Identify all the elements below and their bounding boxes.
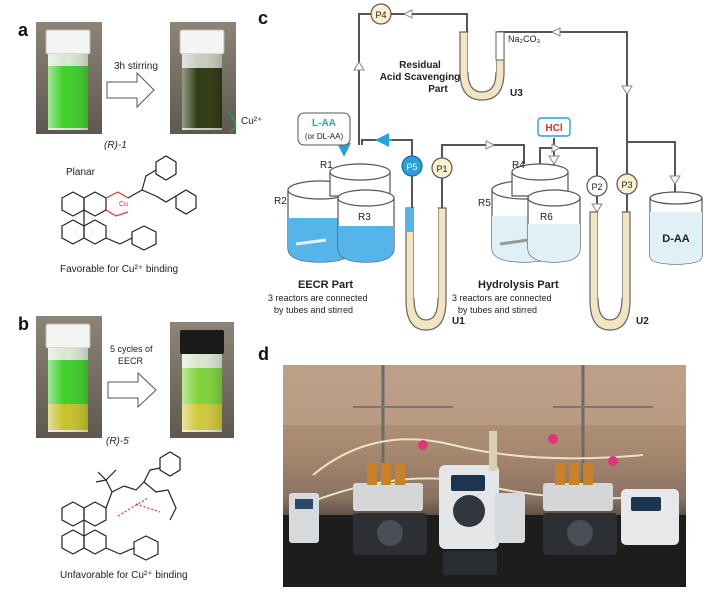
structure-a-icon <box>61 155 197 251</box>
pump-p1[interactable]: P1 <box>431 157 453 179</box>
feed-alt-label: (or DL-AA) <box>305 132 344 141</box>
arrow-b-line1: 5 cycles of <box>110 344 153 354</box>
caption-a: Favorable for Cu²⁺ binding <box>60 264 178 275</box>
caption-b: Unfavorable for Cu²⁺ binding <box>60 570 188 581</box>
hydro-title: Hydrolysis Part <box>478 279 559 291</box>
pump-p5[interactable]: P5 <box>401 155 423 177</box>
feed-label: L-AA <box>312 118 336 129</box>
reactor-r4: R4 <box>512 160 525 171</box>
acid-box <box>537 117 571 137</box>
hydro-line2: by tubes and stirred <box>458 305 537 315</box>
vial-b-after <box>170 322 234 438</box>
reactor-r5: R5 <box>478 198 491 209</box>
eecr-line2: by tubes and stirred <box>274 305 353 315</box>
ion-label: Cu²⁺ <box>241 116 262 127</box>
panel-d-label: d <box>258 344 269 364</box>
pump-p2[interactable]: P2 <box>586 175 608 197</box>
feed-box <box>297 112 351 146</box>
product-label: D-AA <box>662 233 690 245</box>
eecr-reactors <box>287 163 395 263</box>
u-tube-u3 <box>459 31 505 101</box>
vial-a-after <box>170 22 236 134</box>
reactor-r2: R2 <box>274 196 287 207</box>
acid-label: HCl <box>545 123 562 134</box>
u1-label: U1 <box>452 316 465 327</box>
eecr-title: EECR Part <box>298 279 353 291</box>
pump-p4[interactable]: P4 <box>370 3 392 25</box>
u-tube-u1 <box>405 207 447 331</box>
pump-p1-label: P1 <box>436 164 447 174</box>
pump-p4-label: P4 <box>375 10 386 20</box>
reactor-r6: R6 <box>540 212 553 223</box>
product-vessel <box>649 191 703 265</box>
pump-p5-label: P5 <box>406 162 417 172</box>
arrow-a-text: 3h stirring <box>114 61 158 72</box>
arrow-a-icon <box>106 71 155 109</box>
compound-b: (R)-5 <box>106 436 129 447</box>
cu-atom-a: Cu <box>119 201 128 208</box>
apparatus-illustration <box>283 365 686 587</box>
panel-c-label: c <box>258 8 268 28</box>
compound-a: (R)-1 <box>104 140 127 151</box>
pump-p3[interactable]: P3 <box>616 173 638 195</box>
scavenging-line3: Part <box>428 84 448 95</box>
arrow-b-line2: EECR <box>118 356 144 366</box>
scavenging-line1: Residual <box>399 60 441 71</box>
vial-a-before <box>36 22 102 134</box>
hydro-line1: 3 reactors are connected <box>452 293 552 303</box>
conformation-label: Planar <box>66 167 96 178</box>
u2-label: U2 <box>636 316 649 327</box>
flow-direction-icons <box>353 9 681 213</box>
arrow-b-icon <box>107 371 157 409</box>
reactor-r3: R3 <box>358 212 371 223</box>
panel-a-label: a <box>18 20 29 40</box>
u-tube-u2 <box>589 211 631 331</box>
hydrolysis-reactors <box>491 163 581 263</box>
cu-arrow-icon <box>227 111 237 133</box>
u3-label: U3 <box>510 88 523 99</box>
eecr-line1: 3 reactors are connected <box>268 293 368 303</box>
panel-b-label: b <box>18 314 29 334</box>
vial-b-before <box>36 316 102 438</box>
structure-b-icon <box>61 451 181 561</box>
pump-p2-label: P2 <box>591 182 602 192</box>
apparatus-photo <box>283 365 686 587</box>
pump-p3-label: P3 <box>621 180 632 190</box>
reactor-r1: R1 <box>320 160 333 171</box>
scavenging-line2: Acid Scavenging <box>380 72 461 83</box>
base-label: Na₂CO₃ <box>508 34 540 44</box>
